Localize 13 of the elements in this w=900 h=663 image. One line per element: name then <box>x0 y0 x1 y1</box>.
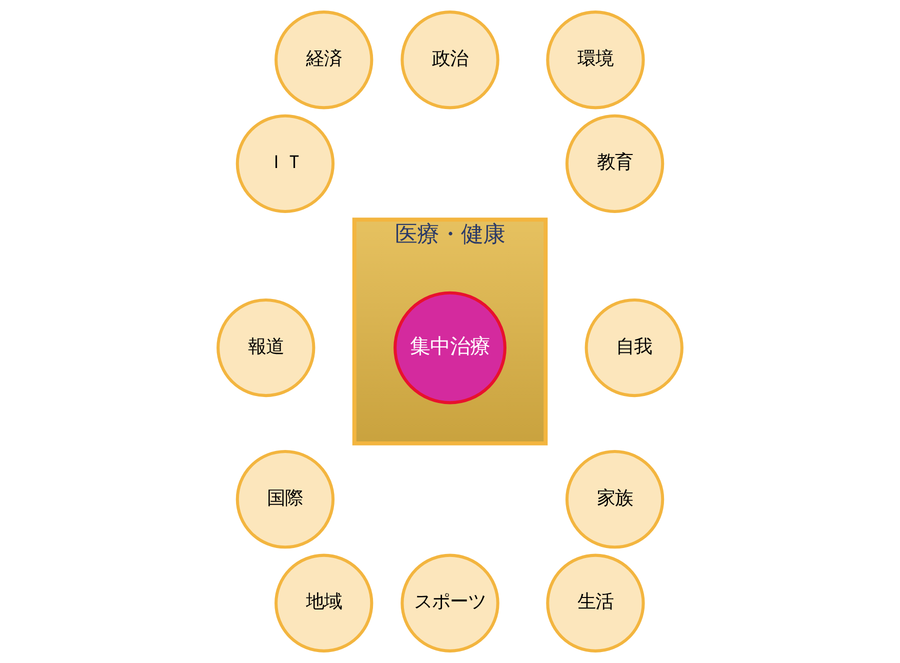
node-circle: 教育 <box>565 114 664 213</box>
node-circle: 地域 <box>274 554 374 652</box>
node-circle: ＩＴ <box>236 114 335 213</box>
node-circle: 家族 <box>565 450 664 549</box>
node-circle: 国際 <box>236 450 335 549</box>
node-circle: 報道 <box>216 298 316 398</box>
node-circle: 経済 <box>274 10 374 110</box>
node-circle: 生活 <box>546 554 645 652</box>
node-circle: 自我 <box>584 298 684 398</box>
node-circle: スポーツ <box>400 554 500 652</box>
node-circle: 環境 <box>546 10 645 110</box>
node-circle: 集中治療 <box>394 291 506 404</box>
node-circle: 政治 <box>400 10 500 110</box>
